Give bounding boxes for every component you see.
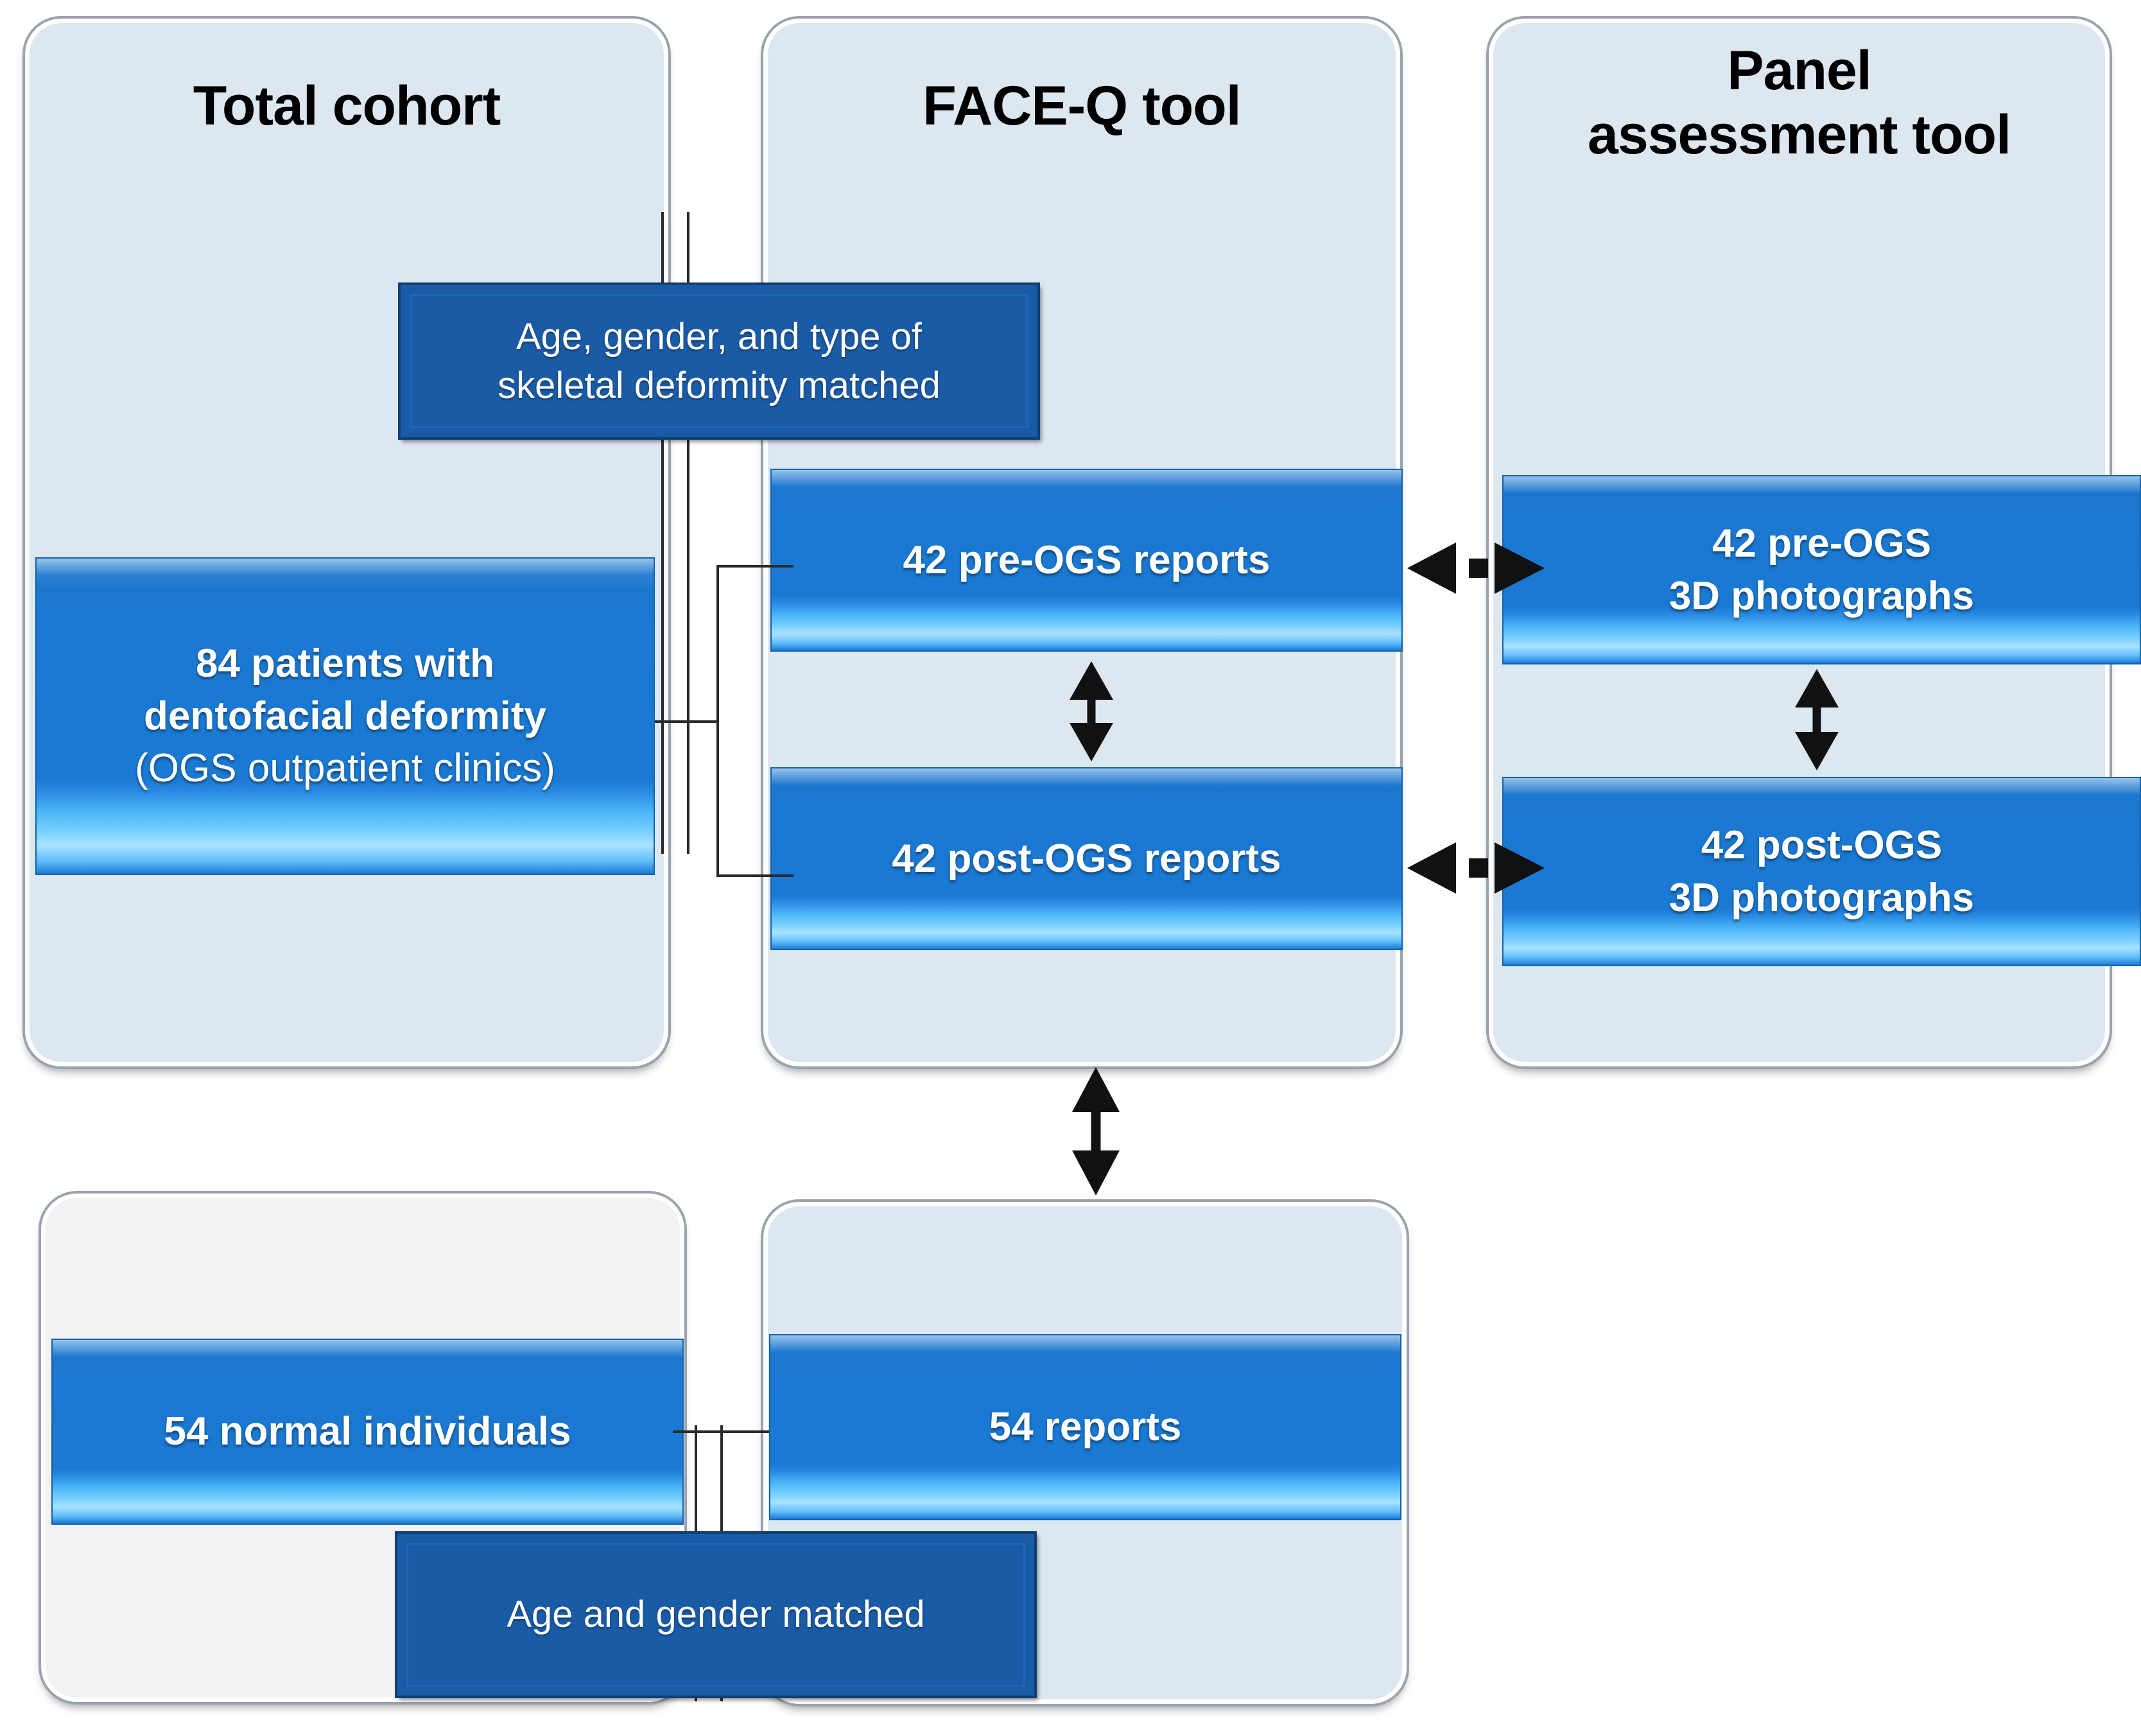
box-42-pre-ogs-reports: 42 pre-OGS reports xyxy=(770,469,1403,652)
box-54-normal-individuals-line1: 54 normal individuals xyxy=(164,1409,571,1454)
box-42-post-ogs-reports: 42 post-OGS reports xyxy=(770,767,1403,950)
panel-total-cohort: Total cohort xyxy=(22,16,671,1069)
arrow-faceq-to-normal-reports xyxy=(1072,1067,1120,1195)
box-54-reports-line1: 54 reports xyxy=(989,1405,1182,1450)
rail-left-upper xyxy=(661,212,664,854)
panel-title-assessment-tool-line2: assessment tool xyxy=(1588,104,2011,166)
box-42-pre-ogs-photos-line2: 3D photographs xyxy=(1669,573,1975,618)
link-normal-individuals-to-reports xyxy=(673,1430,769,1433)
box-42-pre-ogs-photos-line1: 42 pre-OGS xyxy=(1712,521,1932,566)
box-age-and-gender-matched-line1: Age and gender matched xyxy=(507,1593,925,1636)
box-42-pre-ogs-reports-line1: 42 pre-OGS reports xyxy=(903,537,1270,582)
box-42-post-ogs-photos-line1: 42 post-OGS xyxy=(1701,822,1943,867)
box-age-gender-type-matched: Age, gender, and type of skeletal deform… xyxy=(398,282,1040,440)
panel-title-total-cohort: Total cohort xyxy=(193,75,501,137)
box-84-patients-line3: (OGS outpatient clinics) xyxy=(135,746,555,791)
box-42-post-ogs-reports-line1: 42 post-OGS reports xyxy=(892,836,1281,881)
box-84-patients: 84 patients with dentofacial deformity (… xyxy=(35,557,655,875)
box-age-gender-type-matched-line1: Age, gender, and type of xyxy=(516,316,923,358)
box-42-post-ogs-photos-line2: 3D photographs xyxy=(1669,875,1975,920)
rail-right-upper xyxy=(687,212,689,854)
bracket-branch-to-pre-reports xyxy=(716,565,793,568)
box-42-post-ogs-3d-photographs: 42 post-OGS 3D photographs xyxy=(1502,777,2141,966)
box-age-and-gender-matched: Age and gender matched xyxy=(395,1531,1037,1698)
box-age-gender-type-matched-line2: skeletal deformity matched xyxy=(498,364,940,406)
box-84-patients-line2: dentofacial deformity xyxy=(144,693,546,738)
box-42-pre-ogs-3d-photographs: 42 pre-OGS 3D photographs xyxy=(1502,475,2141,664)
panel-title-assessment-tool-line1: Panel xyxy=(1727,40,1871,101)
bracket-branch-to-post-reports xyxy=(716,874,793,877)
box-84-patients-line1: 84 patients with xyxy=(195,641,495,686)
bracket-spine-vertical xyxy=(716,565,719,877)
box-54-normal-individuals: 54 normal individuals xyxy=(51,1339,684,1525)
panel-title-face-q-tool: FACE-Q tool xyxy=(923,75,1241,137)
box-54-reports: 54 reports xyxy=(769,1334,1401,1520)
